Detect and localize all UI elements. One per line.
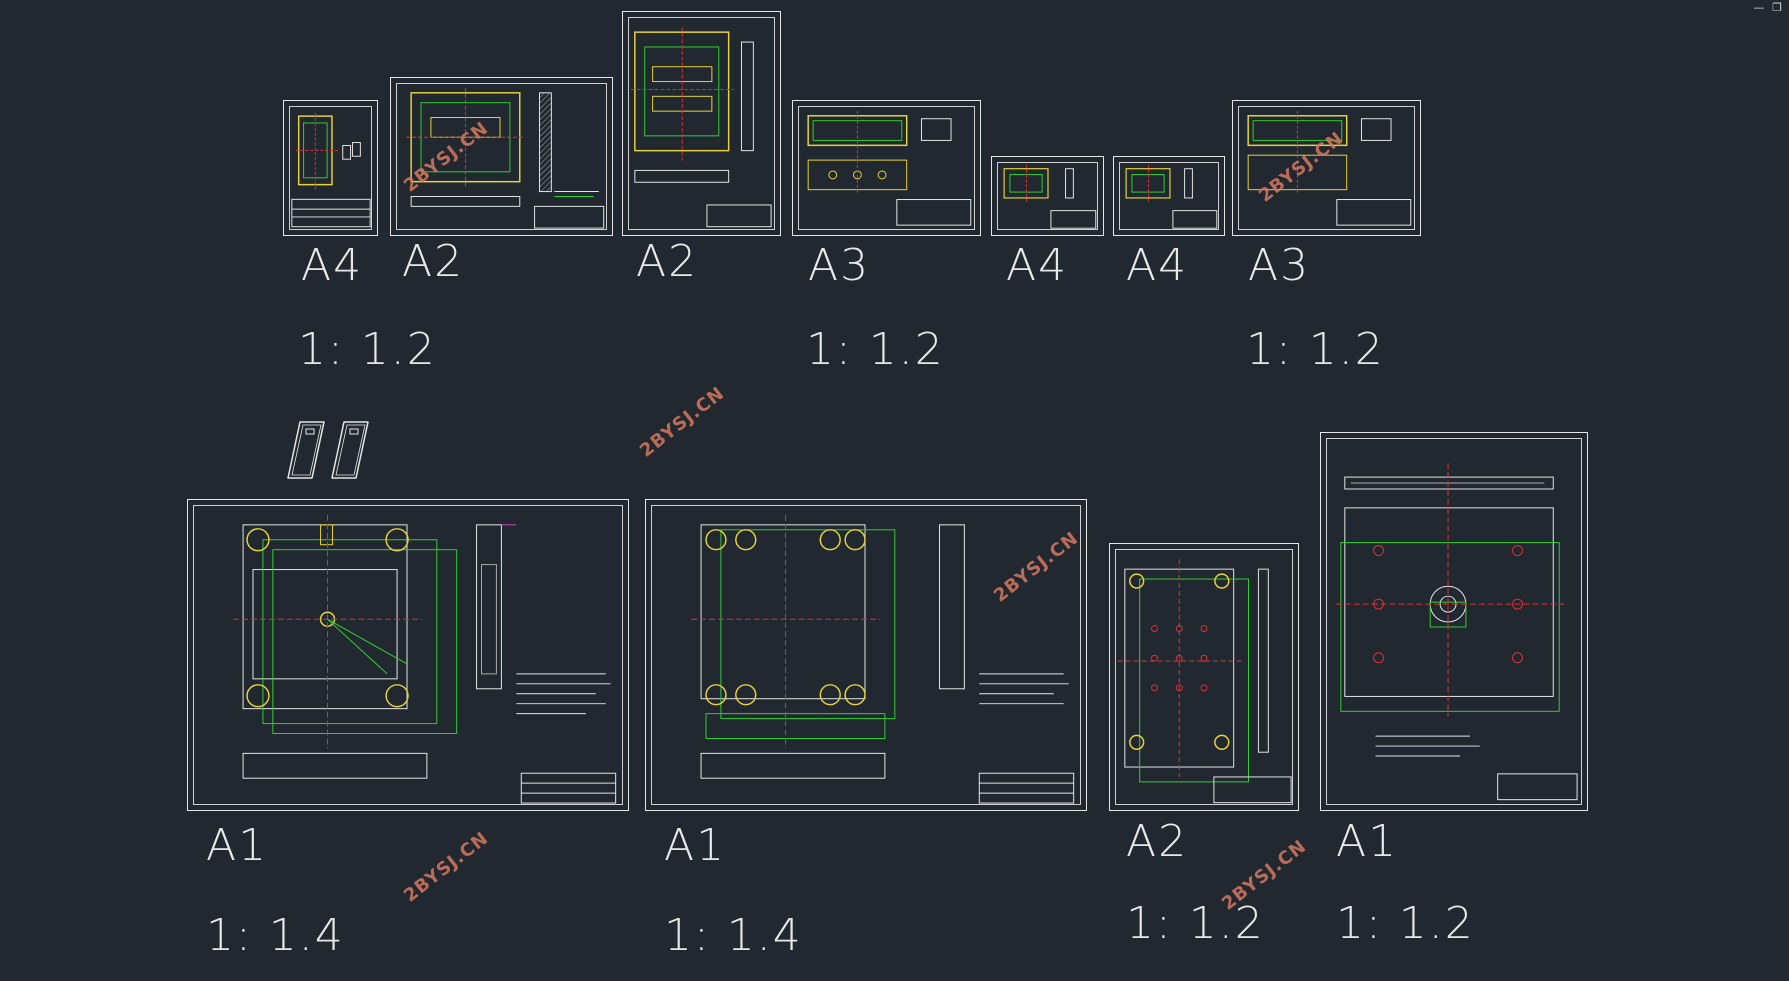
drawing-sheet-a3-2[interactable] (1232, 100, 1421, 236)
sheet-size-label: A3 (1248, 240, 1311, 291)
window-controls: — ❐ (1753, 2, 1783, 14)
drawing-sheet-a1-3[interactable] (1320, 432, 1588, 811)
watermark-text: 2BYSJ.CN (400, 827, 493, 907)
sheet-frame (1238, 106, 1415, 230)
sheet-size-label: A4 (1126, 240, 1189, 291)
drawing-lines (233, 514, 617, 804)
drawing-lines (1003, 164, 1097, 229)
sheet-frame (628, 17, 775, 230)
sheet-frame (997, 162, 1098, 230)
drawing-sheet-a1-1[interactable] (187, 499, 629, 811)
drawing-sheet-a2-2[interactable] (622, 11, 781, 236)
drawing-lines (1117, 559, 1292, 804)
sheet-size-label: A4 (301, 240, 364, 291)
sheet-frame (1326, 438, 1582, 805)
drawing-sheet-a2-1[interactable] (390, 77, 613, 236)
drawing-sheet-a3-1[interactable] (792, 100, 981, 236)
drawing-sheet-a4-1[interactable] (283, 100, 378, 236)
drawing-lines (1335, 463, 1578, 801)
minimize-icon[interactable]: — (1753, 1, 1765, 14)
sheet-size-label: A1 (664, 820, 727, 871)
drawing-sheet-a2-3[interactable] (1109, 543, 1299, 811)
drawing-lines (1125, 164, 1218, 229)
sheet-frame (1119, 162, 1219, 230)
restore-icon[interactable]: ❐ (1772, 1, 1782, 14)
scale-label: 1: 1.2 (1246, 324, 1385, 375)
sheet-frame (289, 106, 372, 230)
sheet-frame (193, 505, 623, 805)
sheet-frame (1115, 549, 1293, 805)
drawing-lines (406, 87, 605, 229)
sheet-frame (396, 83, 607, 230)
phone-case-sketch (287, 421, 369, 479)
sheet-frame (798, 106, 975, 230)
scale-label: 1: 1.4 (206, 910, 345, 961)
drawing-lines (630, 27, 772, 228)
watermark-text: 2BYSJ.CN (636, 382, 729, 462)
scale-label: 1: 1.2 (298, 324, 437, 375)
drawing-sheet-a1-2[interactable] (645, 499, 1087, 811)
sheet-size-label: A4 (1006, 240, 1069, 291)
sheet-size-label: A1 (1336, 816, 1399, 867)
sheet-frame (651, 505, 1081, 805)
scale-label: 1: 1.4 (664, 910, 803, 961)
drawing-lines (291, 113, 371, 228)
drawing-lines (807, 110, 972, 226)
drawing-sheet-a4-3[interactable] (1113, 156, 1225, 236)
scale-label: 1: 1.2 (806, 324, 945, 375)
sheet-size-label: A1 (206, 820, 269, 871)
sheet-size-label: A2 (402, 236, 465, 287)
sheet-size-label: A2 (1126, 816, 1189, 867)
drawing-sheet-a4-2[interactable] (991, 156, 1104, 236)
scale-label: 1: 1.2 (1336, 898, 1475, 949)
scale-label: 1: 1.2 (1126, 898, 1265, 949)
sheet-size-label: A2 (636, 236, 699, 287)
drawing-lines (691, 514, 1075, 804)
drawing-lines (1247, 110, 1412, 226)
sheet-size-label: A3 (808, 240, 871, 291)
